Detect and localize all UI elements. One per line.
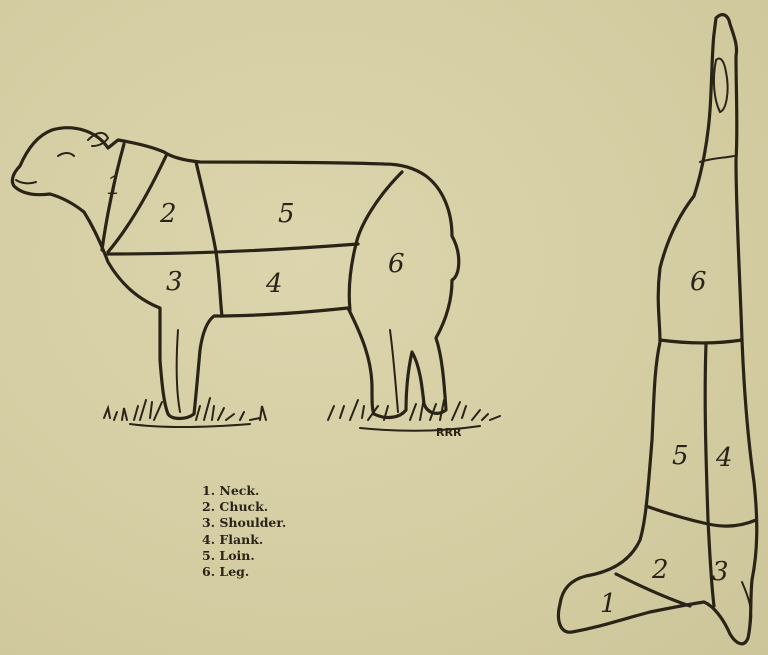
legend-item-neck: 1. Neck. bbox=[202, 483, 286, 499]
hanging-carcass: 6 5 4 2 3 1 bbox=[559, 15, 757, 644]
sheep-mouth bbox=[16, 180, 36, 183]
sheep-label-leg: 6 bbox=[388, 249, 405, 279]
carcass-label-leg: 6 bbox=[690, 267, 707, 297]
carcass-label-loin: 5 bbox=[672, 441, 689, 471]
sheep-label-neck: 1 bbox=[106, 171, 123, 201]
carcass-label-shoulder: 3 bbox=[712, 557, 729, 587]
cut-line-loin-shoulder bbox=[196, 162, 222, 316]
cut-line-belly bbox=[108, 244, 358, 254]
carcass-cut-loin bbox=[646, 506, 756, 526]
legend-item-leg: 6. Leg. bbox=[202, 564, 286, 580]
sheep-label-shoulder: 3 bbox=[166, 267, 183, 297]
legend-item-chuck: 2. Chuck. bbox=[202, 499, 286, 515]
carcass-outline bbox=[559, 15, 757, 644]
grass-back bbox=[328, 398, 500, 431]
legend-item-flank: 4. Flank. bbox=[202, 532, 286, 548]
carcass-label-neck: 1 bbox=[600, 589, 617, 619]
cuts-legend: 1. Neck. 2. Chuck. 3. Shoulder. 4. Flank… bbox=[202, 483, 286, 580]
live-sheep: RRR 1 2 5 3 4 6 bbox=[12, 128, 500, 439]
artist-signature: RRR bbox=[436, 426, 462, 439]
cut-line-leg bbox=[349, 172, 402, 310]
carcass-label-chuck: 2 bbox=[651, 555, 669, 585]
carcass-cut-leg bbox=[660, 340, 742, 343]
grass-front bbox=[104, 398, 266, 427]
sheep-label-flank: 4 bbox=[265, 269, 283, 299]
sheep-eye bbox=[58, 153, 74, 156]
legend-item-shoulder: 3. Shoulder. bbox=[202, 515, 286, 531]
sheep-label-chuck: 2 bbox=[159, 199, 177, 229]
carcass-hock bbox=[714, 59, 728, 113]
sheep-label-loin: 5 bbox=[278, 199, 295, 229]
legend-item-loin: 5. Loin. bbox=[202, 548, 286, 564]
carcass-label-flank: 4 bbox=[715, 443, 733, 473]
